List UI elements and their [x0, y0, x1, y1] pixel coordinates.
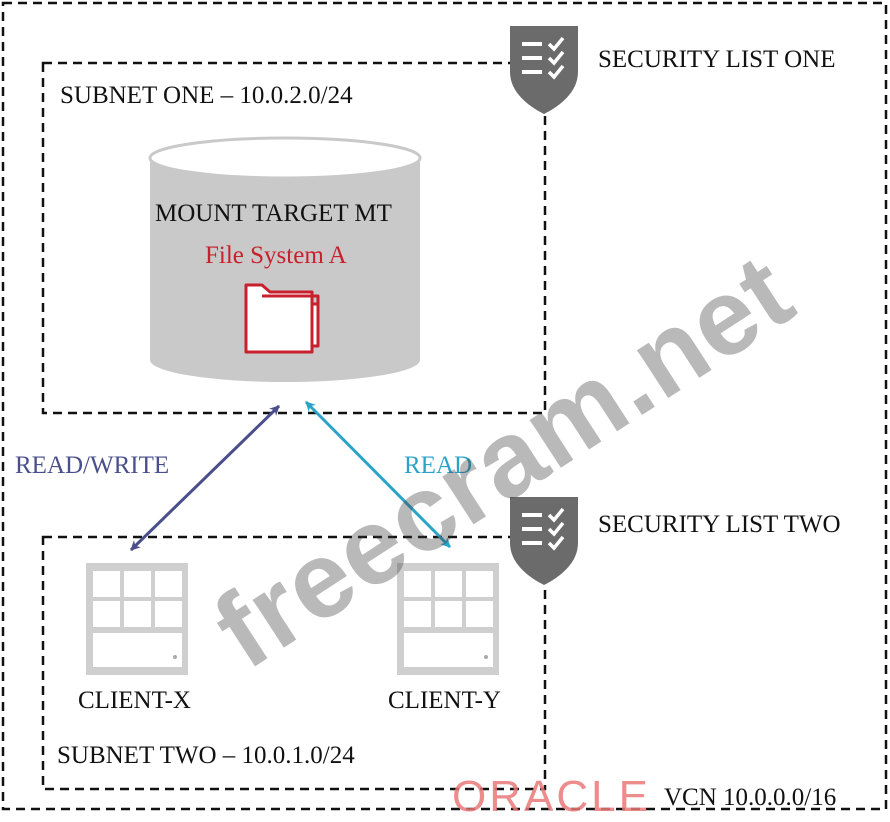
security-list-two-label: SECURITY LIST TWO [598, 511, 841, 538]
subnet-one-label: SUBNET ONE – 10.0.2.0/24 [60, 82, 353, 109]
client-x-label: CLIENT-X [78, 687, 191, 714]
read-label: READ [404, 452, 473, 479]
security-list-one-label: SECURITY LIST ONE [598, 46, 836, 73]
read-write-label: READ/WRITE [15, 452, 170, 479]
read-arrow [304, 400, 452, 549]
mount-target-cylinder [148, 136, 422, 382]
vcn-label: VCN 10.0.0.0/16 [664, 784, 837, 811]
server-icon-client-x [86, 563, 188, 675]
oracle-logo: ORACLE [452, 772, 651, 821]
security-shield-icon-two [510, 497, 578, 585]
folder-icon [244, 283, 320, 354]
server-icon-client-y [397, 563, 499, 675]
mount-target-label: MOUNT TARGET MT [155, 200, 392, 227]
security-shield-icon-one [510, 26, 578, 114]
subnet-two-boundary [41, 535, 547, 791]
client-y-label: CLIENT-Y [388, 687, 501, 714]
read-write-arrow [129, 404, 281, 552]
subnet-one-boundary [41, 61, 547, 415]
file-system-label: File System A [205, 242, 347, 269]
subnet-two-label: SUBNET TWO – 10.0.1.0/24 [57, 742, 355, 769]
